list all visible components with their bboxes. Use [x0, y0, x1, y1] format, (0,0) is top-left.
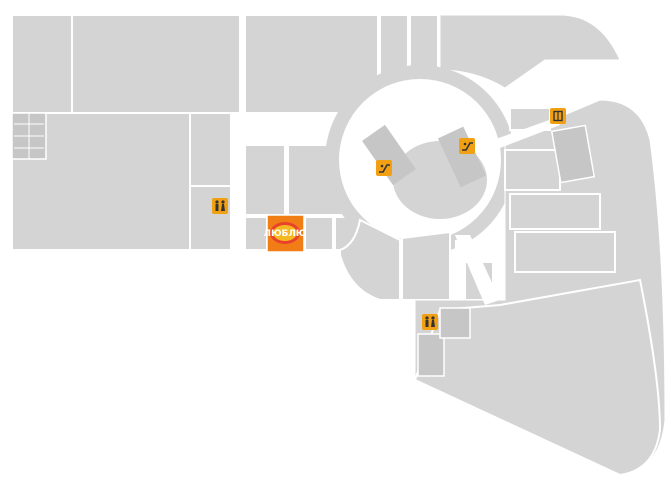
store-logo[interactable]: ЛЮБЛЮ [264, 222, 307, 244]
store-center-1[interactable] [244, 144, 286, 216]
store-east-5[interactable] [413, 278, 662, 477]
escalator-person [380, 164, 384, 168]
elevator-icon[interactable] [550, 108, 566, 124]
restroom-icon-south[interactable] [422, 314, 438, 330]
restroom-icon-west[interactable] [212, 198, 228, 214]
escalator-right-body [437, 126, 487, 188]
escalator-icon-left[interactable] [376, 160, 392, 176]
restroom-icon-west-bg [212, 198, 228, 214]
store-south-center-2[interactable] [401, 230, 451, 301]
stair-south [417, 333, 445, 377]
woman-body [431, 320, 435, 327]
man-head [215, 200, 219, 204]
escalator-icon-right-bg [459, 138, 475, 154]
woman-head [431, 316, 435, 320]
restroom-icon-south-bg [422, 314, 438, 330]
store-west-2[interactable] [71, 14, 241, 114]
central-rotunda [325, 65, 515, 255]
escalator-icon-left-bg [376, 160, 392, 176]
stair-west-steps [14, 113, 44, 159]
store-east-4[interactable] [514, 231, 616, 273]
escalator-person [463, 142, 467, 146]
escalator-left-body [362, 124, 416, 186]
service-room-south [439, 307, 471, 339]
store-east-2[interactable] [504, 149, 561, 191]
east-wing [413, 99, 666, 477]
man-head [425, 316, 429, 320]
escalator-glyph [379, 164, 390, 173]
escalator-icon-right[interactable] [459, 138, 475, 154]
man-body [215, 204, 219, 211]
store-west-1[interactable] [11, 14, 73, 114]
stair-east [550, 124, 596, 184]
woman-body [221, 204, 225, 211]
store-logo-text: ЛЮБЛЮ [264, 229, 307, 239]
man-body [425, 320, 429, 327]
escalator-glyph [462, 142, 473, 151]
store-north-1[interactable] [244, 14, 379, 114]
store-center-4[interactable] [304, 216, 334, 251]
west-wing [11, 14, 241, 251]
store-north-4[interactable] [439, 14, 621, 89]
store-east-3[interactable] [509, 193, 601, 230]
store-south-center-1[interactable] [339, 218, 401, 301]
store-logo-inner [273, 225, 297, 241]
woman-head [221, 200, 225, 204]
east-corridor [493, 118, 560, 148]
north-block [244, 14, 621, 114]
rotunda-south-corridor [455, 235, 500, 305]
